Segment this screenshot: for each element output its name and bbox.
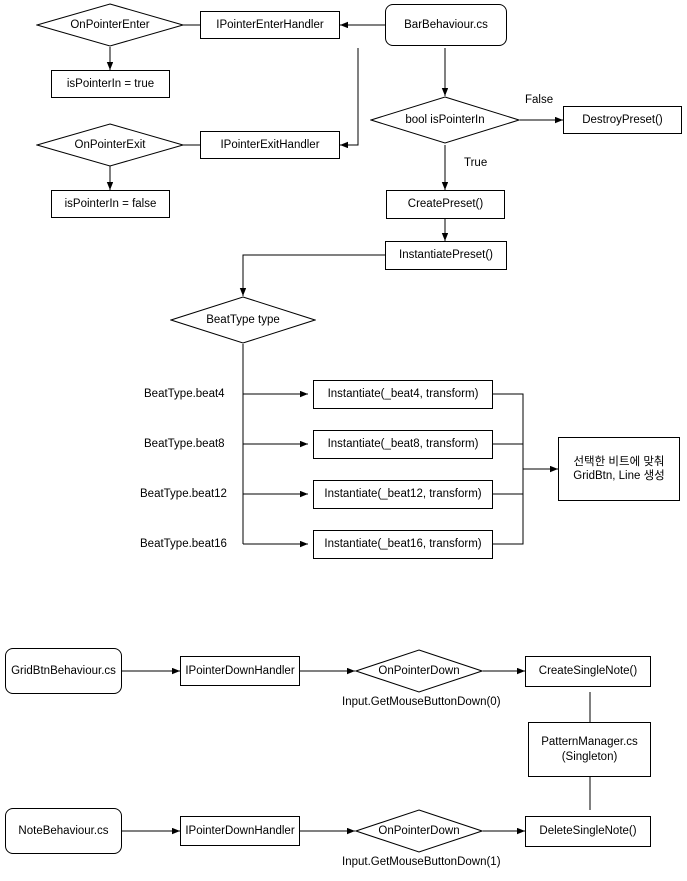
edge-label-beat8: BeatType.beat8 [143,438,226,450]
edge-label-mouse-button-0: Input.GetMouseButtonDown(0) [341,696,502,708]
node-bool-is-pointer-in-label: bool isPointerIn [405,114,485,126]
node-delete-single-note-label: DeleteSingleNote() [539,825,637,838]
node-grid-on-pointer-down-label: OnPointerDown [378,665,460,677]
node-is-pointer-in-true-label: isPointerIn = true [66,77,155,90]
node-grid-pointer-down-handler[interactable]: IPointerDownHandler [180,656,300,686]
node-on-pointer-exit-label: OnPointerExit [74,139,146,151]
diamond-shape [370,96,520,144]
node-create-preset-label: CreatePreset() [407,198,484,211]
node-on-pointer-enter[interactable]: OnPointerEnter [36,3,184,47]
node-create-preset[interactable]: CreatePreset() [386,190,505,219]
node-note-pointer-down-handler[interactable]: IPointerDownHandler [180,816,300,846]
node-grid-btn-behaviour[interactable]: GridBtnBehaviour.cs [5,648,122,694]
diamond-shape [36,3,184,47]
edge-label-beat12: BeatType.beat12 [139,488,228,500]
node-create-single-note-label: CreateSingleNote() [538,665,638,678]
edge-label-mouse-button-1: Input.GetMouseButtonDown(1) [341,856,502,868]
diamond-shape [355,649,483,693]
diamond-shape [355,809,483,853]
node-bool-is-pointer-in[interactable]: bool isPointerIn [370,96,520,144]
node-pointer-enter-handler[interactable]: IPointerEnterHandler [200,11,340,39]
edge-label-true: True [463,157,489,169]
node-on-pointer-exit[interactable]: OnPointerExit [36,123,184,167]
node-grid-pointer-down-handler-label: IPointerDownHandler [185,664,295,677]
diamond-shape [36,123,184,167]
edge-label-false: False [524,94,555,106]
node-destroy-preset[interactable]: DestroyPreset() [563,106,682,134]
edge-label-beat16: BeatType.beat16 [139,538,228,550]
node-destroy-preset-label: DestroyPreset() [582,113,663,126]
node-note-pointer-down-handler-label: IPointerDownHandler [185,824,295,837]
node-note-behaviour-label: NoteBehaviour.cs [18,824,109,837]
node-instantiate-beat4-label: Instantiate(_beat4, transform) [327,388,479,401]
node-beat-type[interactable]: BeatType type [170,296,316,344]
node-bar-behaviour-label: BarBehaviour.cs [404,18,488,31]
node-pattern-manager-label: PatternManager.cs (Singleton) [541,736,638,763]
node-instantiate-beat12[interactable]: Instantiate(_beat12, transform) [313,480,493,509]
node-grid-btn-behaviour-label: GridBtnBehaviour.cs [11,664,116,677]
node-delete-single-note[interactable]: DeleteSingleNote() [525,816,651,847]
node-pointer-exit-handler-label: IPointerExitHandler [220,138,320,151]
node-instantiate-beat8[interactable]: Instantiate(_beat8, transform) [313,430,493,459]
node-beat-type-label: BeatType type [206,314,280,326]
node-result-note[interactable]: 선택한 비트에 맞춰 GridBtn, Line 생성 [558,437,680,501]
edge-label-beat4: BeatType.beat4 [143,388,226,400]
diamond-shape [170,296,316,344]
node-is-pointer-in-false-label: isPointerIn = false [64,197,157,210]
node-create-single-note[interactable]: CreateSingleNote() [525,656,651,687]
node-instantiate-beat16[interactable]: Instantiate(_beat16, transform) [313,530,493,559]
node-instantiate-beat16-label: Instantiate(_beat16, transform) [324,538,482,551]
node-instantiate-preset[interactable]: InstantiatePreset() [385,241,507,270]
node-instantiate-beat4[interactable]: Instantiate(_beat4, transform) [313,380,493,409]
node-pointer-exit-handler[interactable]: IPointerExitHandler [200,131,340,159]
node-grid-on-pointer-down[interactable]: OnPointerDown [355,649,483,693]
node-instantiate-preset-label: InstantiatePreset() [399,249,493,262]
node-pointer-enter-handler-label: IPointerEnterHandler [216,18,324,31]
node-pattern-manager[interactable]: PatternManager.cs (Singleton) [528,722,651,777]
node-note-on-pointer-down[interactable]: OnPointerDown [355,809,483,853]
node-note-behaviour[interactable]: NoteBehaviour.cs [5,808,122,854]
node-on-pointer-enter-label: OnPointerEnter [70,19,150,31]
node-instantiate-beat12-label: Instantiate(_beat12, transform) [324,488,482,501]
node-is-pointer-in-true[interactable]: isPointerIn = true [51,70,170,98]
node-bar-behaviour[interactable]: BarBehaviour.cs [385,4,507,46]
node-result-note-label: 선택한 비트에 맞춰 GridBtn, Line 생성 [573,455,665,482]
node-is-pointer-in-false[interactable]: isPointerIn = false [51,190,170,218]
node-instantiate-beat8-label: Instantiate(_beat8, transform) [327,438,479,451]
node-note-on-pointer-down-label: OnPointerDown [378,825,460,837]
